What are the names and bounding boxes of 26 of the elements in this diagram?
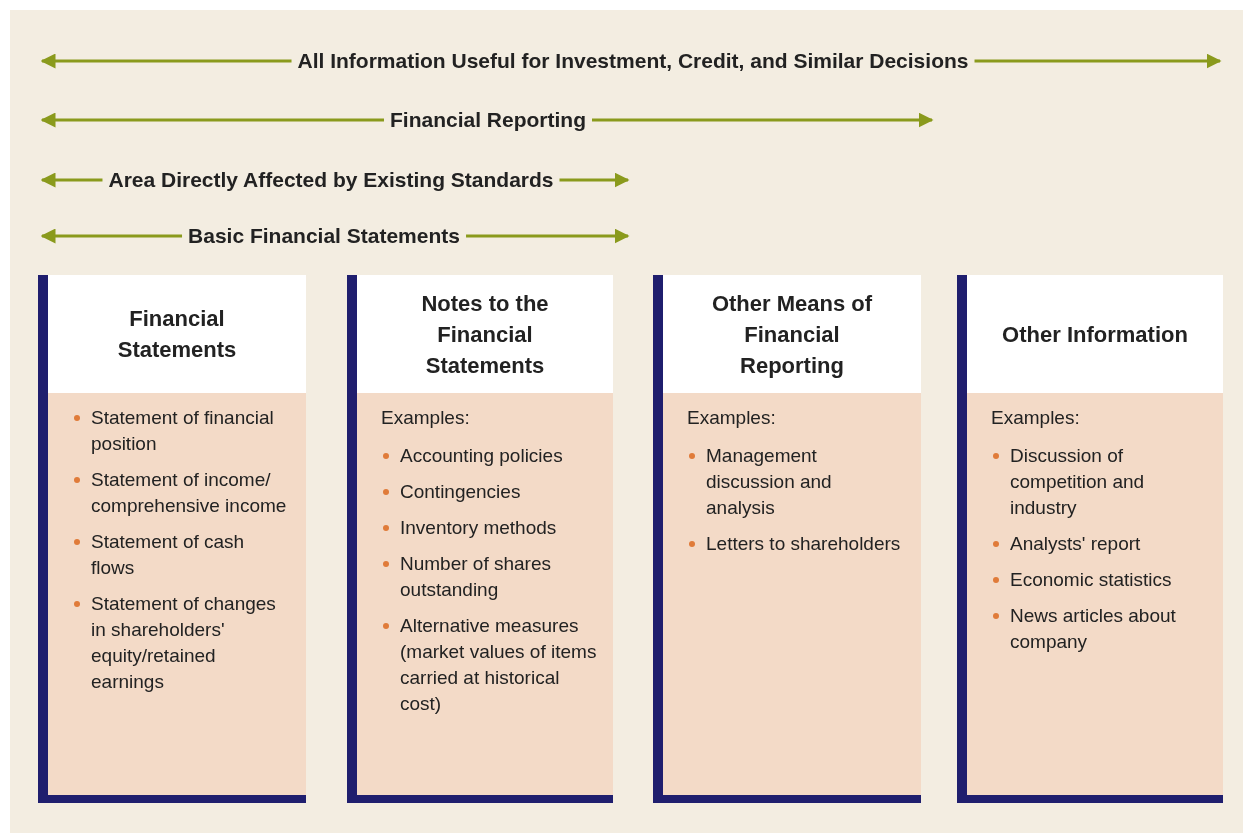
list-item: Inventory methods [400, 516, 557, 540]
list-item: Statement of income/ comprehensive income [91, 468, 288, 518]
list-item: Accounting policies [400, 444, 563, 468]
list-item: Statement of cash flows [91, 530, 246, 580]
column-card [957, 275, 1223, 803]
list-item: Discussion of competition and industry [1010, 444, 1146, 520]
list-item: Letters to shareholders [706, 532, 901, 556]
list-item: Economic statistics [1010, 568, 1172, 592]
intro-text: Examples: [687, 406, 777, 430]
list-item: Management discussion and analysis [706, 444, 833, 520]
list-item: Statement of financial position [91, 406, 275, 456]
intro-text: Examples: [381, 406, 471, 430]
column-card [38, 275, 306, 803]
column-heading: Other Information [1002, 320, 1188, 349]
list-item: Contingencies [400, 480, 521, 504]
intro-text: Examples: [991, 406, 1081, 430]
list-item: Alternative measures (market values of items carried at historical cost) [400, 614, 597, 716]
list-item: Analysts' report [1010, 532, 1141, 556]
column-heading: Financial Statements [116, 305, 238, 364]
column-heading: Other Means of Financial Reporting [710, 289, 874, 380]
list-item: News articles about company [1010, 604, 1177, 654]
list-item: Number of shares outstanding [400, 552, 552, 602]
column-card [653, 275, 921, 803]
column-card [347, 275, 613, 803]
column-heading: Notes to the Financial Statements [420, 289, 550, 380]
list-item: Statement of changes in shareholders' equity/retained earnings [91, 592, 277, 694]
